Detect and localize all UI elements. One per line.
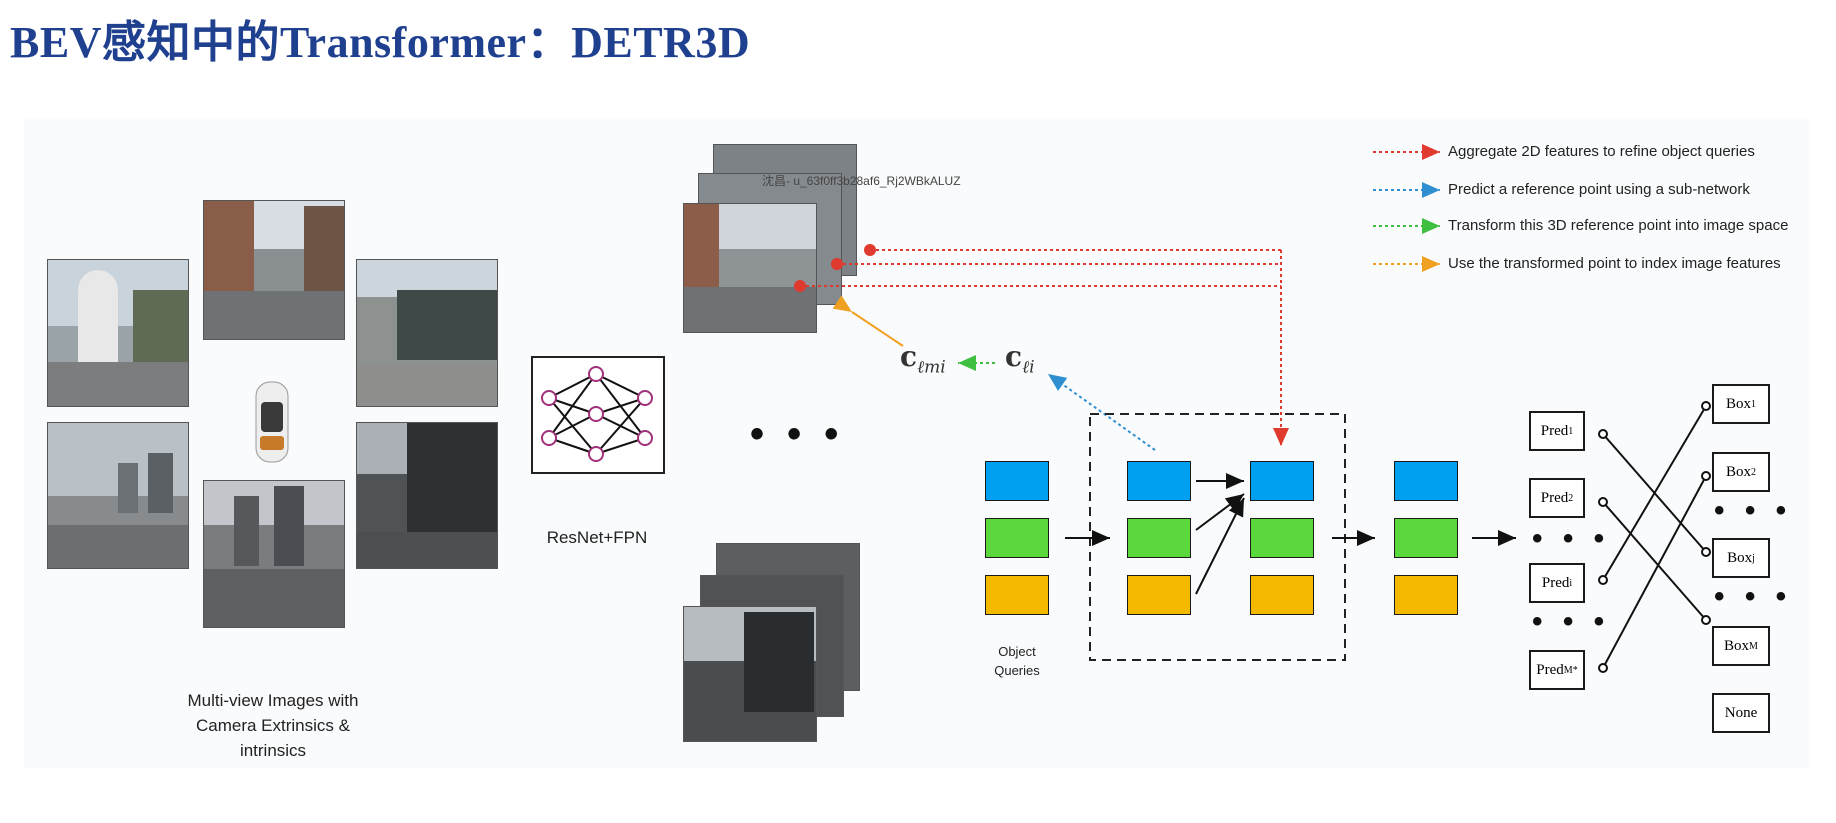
pred-subscript: 1 [1568, 425, 1574, 437]
c-li-symbol: c [1005, 340, 1023, 373]
legend-predict: Predict a reference point using a sub-ne… [1448, 181, 1750, 198]
camera-image-front [203, 200, 345, 340]
query-block-yellow-decoder-out [1250, 575, 1314, 615]
camera-image-front-left [47, 259, 189, 407]
feature-map-bottom-front [683, 606, 817, 742]
object-queries-label: Object Queries [994, 644, 1040, 678]
query-block-blue-decoder-out [1250, 461, 1314, 501]
pred-label: Pred [1536, 661, 1564, 678]
gt-label: Box [1724, 637, 1750, 654]
pred-subscript: i [1569, 577, 1573, 589]
camera-image-front-right [356, 259, 498, 407]
pred-subscript: 2 [1568, 492, 1574, 504]
feature-map-top-front [683, 203, 817, 333]
legend-index: Use the transformed point to index image… [1448, 255, 1781, 272]
camera-image-back-right [356, 422, 498, 569]
c-lmi-symbol: c [900, 340, 918, 373]
pred-label: Pred [1540, 422, 1569, 439]
gt-subscript: 1 [1751, 398, 1756, 410]
query-block-yellow-decoder-in [1127, 575, 1191, 615]
query-block-yellow-refined [1394, 575, 1458, 615]
gt-label: Box [1725, 395, 1751, 412]
ellipsis-boxes-2: • • • [1714, 580, 1793, 613]
multiview-caption: Multi-view Images with Camera Extrinsics… [187, 691, 359, 760]
camera-image-back-left [47, 422, 189, 569]
gt-box-none: None [1712, 693, 1770, 733]
c-lmi-label: cℓmi [900, 340, 946, 378]
query-block-green-input [985, 518, 1049, 558]
ellipsis-preds-2: • • • [1532, 605, 1611, 638]
query-block-yellow-input [985, 575, 1049, 615]
ellipsis-preds-1: • • • [1532, 522, 1611, 555]
watermark: 沈昌- u_63f0ff3b28af6_Rj2WBkALUZ [762, 174, 961, 188]
query-block-green-refined [1394, 518, 1458, 558]
c-li-subscript: ℓi [1022, 357, 1035, 378]
page-title: BEV感知中的Transformer：DETR3D [10, 18, 751, 67]
query-block-blue-decoder-in [1127, 461, 1191, 501]
pred-label: Pred [1541, 574, 1570, 591]
c-li-label: cℓi [1005, 340, 1035, 378]
camera-image-back [203, 480, 345, 628]
gt-subscript: M [1749, 640, 1758, 652]
pred-label: Pred [1540, 489, 1569, 506]
gt-label: Box [1727, 549, 1753, 566]
gt-label: Box [1725, 463, 1751, 480]
query-block-green-decoder-out [1250, 518, 1314, 558]
ego-car-icon [255, 381, 289, 463]
gt-subscript: 2 [1751, 466, 1756, 478]
neural-network-icon [531, 356, 665, 474]
query-block-blue-refined [1394, 461, 1458, 501]
query-block-green-decoder-in [1127, 518, 1191, 558]
ellipsis-boxes-1: • • • [1714, 494, 1793, 527]
c-lmi-subscript: ℓmi [917, 357, 946, 378]
backbone-label: ResNet+FPN [546, 528, 648, 547]
legend-transform: Transform this 3D reference point into i… [1448, 217, 1789, 234]
gt-label: None [1724, 704, 1758, 721]
ellipsis-middle: • • • [750, 412, 845, 456]
query-block-blue-input [985, 461, 1049, 501]
legend-aggregate: Aggregate 2D features to refine object q… [1448, 143, 1755, 160]
gt-subscript: j [1752, 552, 1755, 564]
pred-subscript: M* [1563, 664, 1578, 676]
